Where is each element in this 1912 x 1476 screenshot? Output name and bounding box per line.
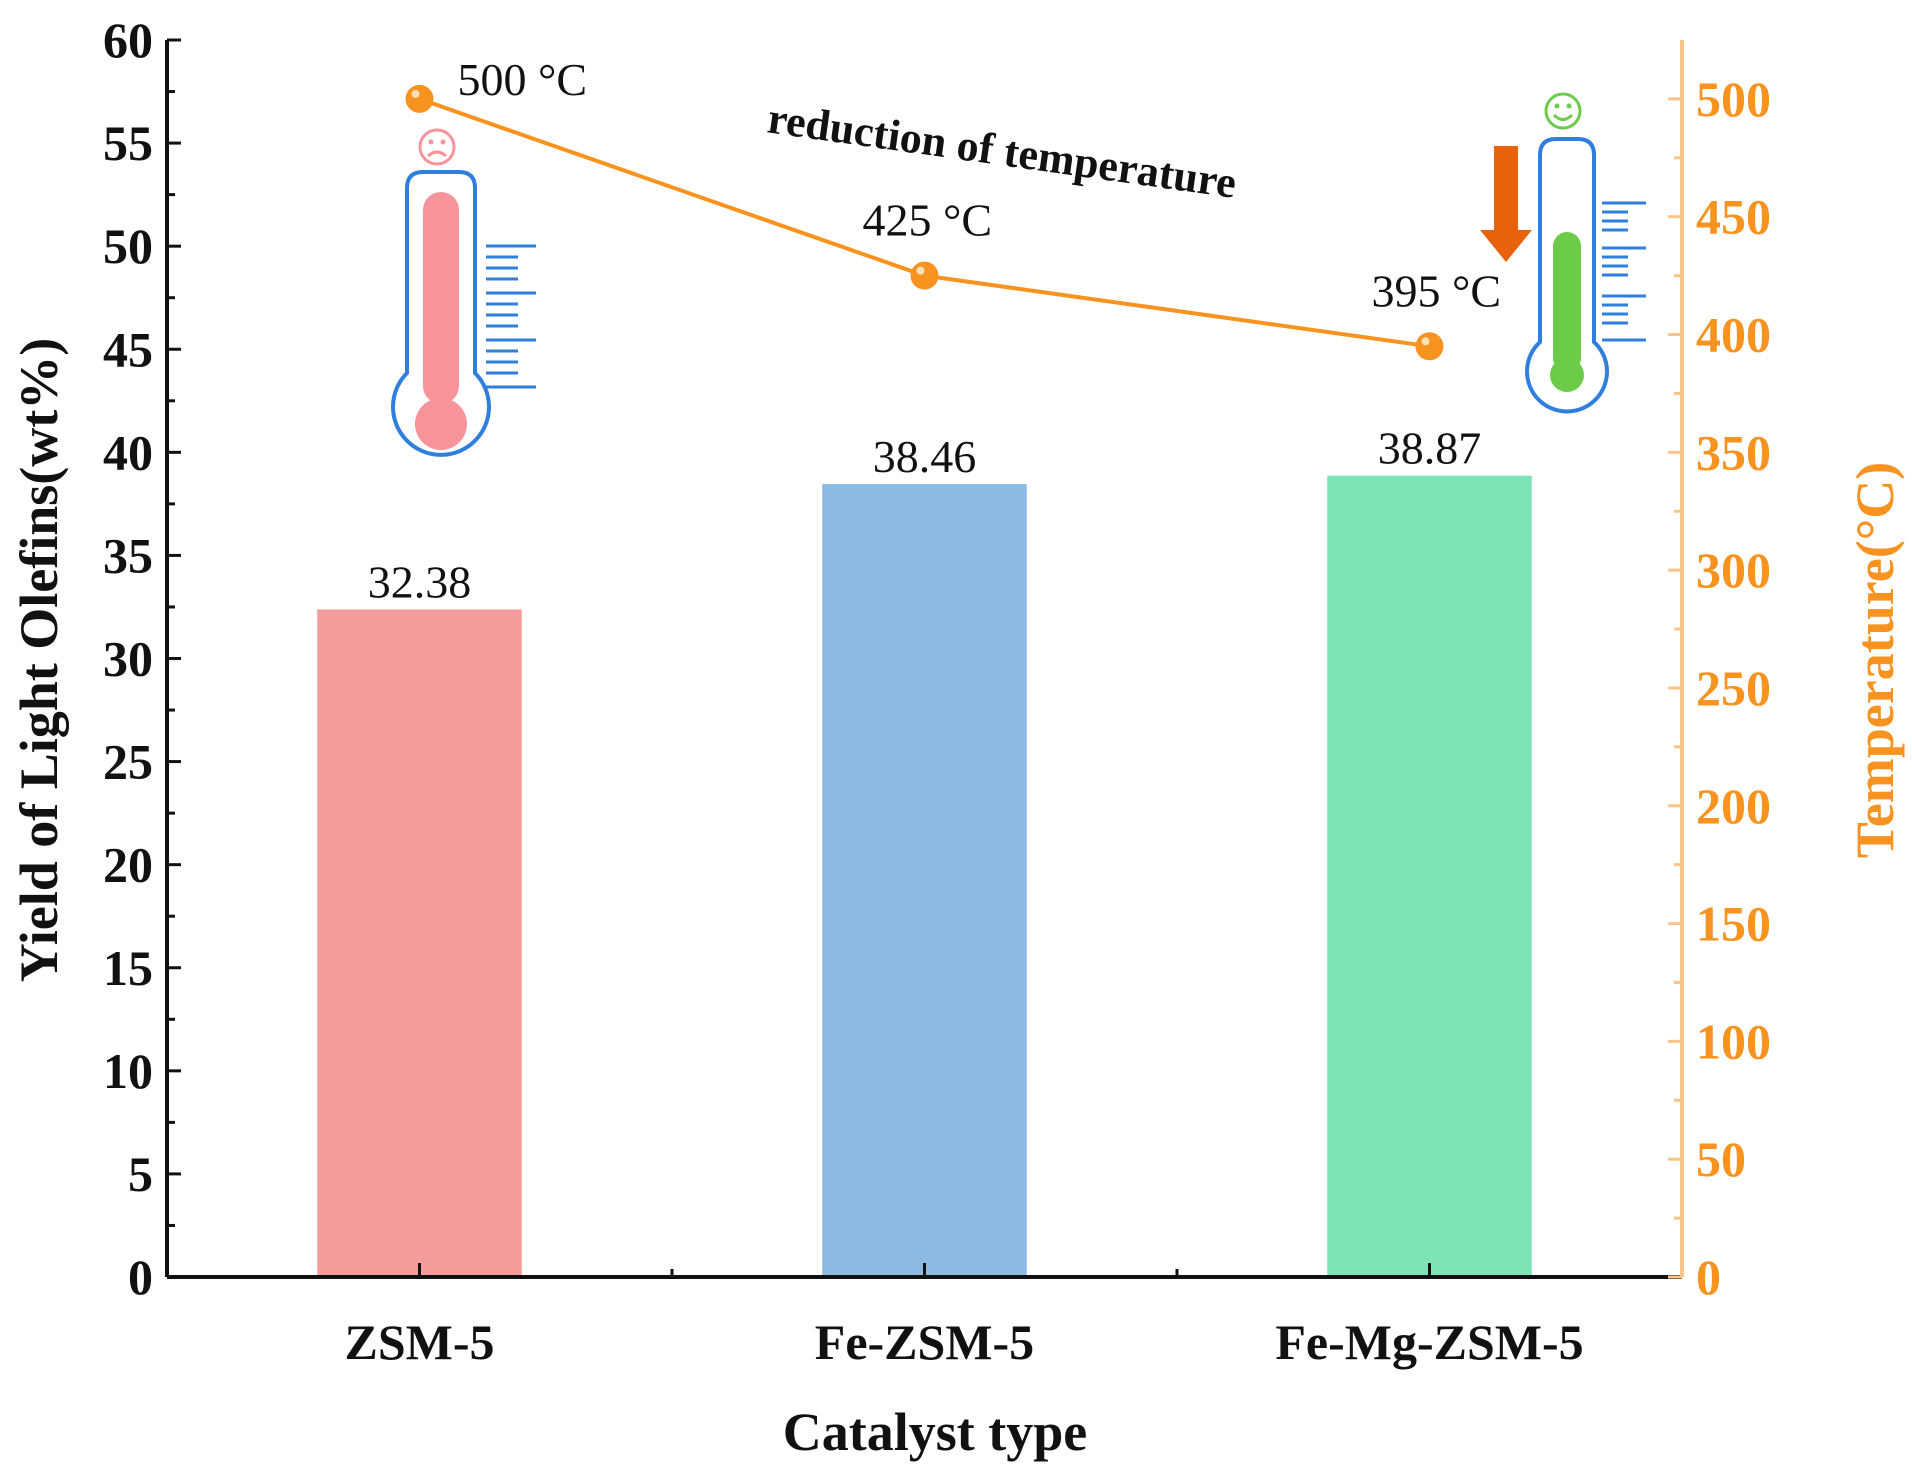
y-axis-title: Yield of Light Olefins(wt%) (9, 338, 69, 982)
temperature-point (910, 261, 939, 290)
x-tick-label: Fe-ZSM-5 (815, 1314, 1034, 1370)
bar-value-label: 38.46 (873, 431, 977, 482)
bar (1327, 475, 1532, 1278)
y2-tick-label: 150 (1696, 896, 1771, 952)
thermometer-hot-icon (391, 170, 536, 457)
x-axis-title: Catalyst type (783, 1402, 1087, 1462)
y2-tick-label: 250 (1696, 660, 1771, 716)
temperature-point-highlight (1421, 337, 1430, 346)
y2-tick-label: 350 (1696, 424, 1771, 480)
reduction-annotation: reduction of temperature (765, 94, 1240, 208)
y-tick-label: 0 (128, 1249, 153, 1305)
temperature-value-label: 425 °C (863, 195, 993, 246)
thermometer-cool-icon (1525, 137, 1646, 414)
temperature-value-label: 500 °C (458, 54, 588, 105)
sad-face-icon (418, 128, 456, 166)
y-tick-label: 10 (103, 1043, 153, 1099)
y-tick-label: 35 (103, 527, 153, 583)
temperature-value-label: 395 °C (1372, 265, 1502, 316)
left-ticks-group: 0 5 10 15 20 25 30 35 40 45 50 55 60 (103, 12, 181, 1305)
temperature-point (1415, 332, 1444, 361)
temperature-point-highlight (411, 89, 420, 98)
y2-tick-label: 50 (1696, 1131, 1746, 1187)
y-tick-label: 40 (103, 424, 153, 480)
x-tick-label: Fe-Mg-ZSM-5 (1275, 1314, 1583, 1370)
temperature-point-highlight (916, 266, 925, 275)
y2-axis-title: Temperature(°C) (1845, 462, 1905, 859)
category-ticks-group: ZSM-5 Fe-ZSM-5 Fe-Mg-ZSM-5 (345, 1263, 1584, 1370)
bar-value-label: 32.38 (368, 556, 472, 607)
y-tick-label: 5 (128, 1146, 153, 1202)
y-tick-label: 25 (103, 734, 153, 790)
right-ticks-group: 0 50 100 150 200 250 300 350 400 450 500 (1668, 71, 1771, 1305)
happy-face-icon (1544, 92, 1582, 130)
y2-tick-label: 400 (1696, 307, 1771, 363)
y-tick-label: 15 (103, 940, 153, 996)
y-tick-label: 55 (103, 115, 153, 171)
y2-tick-label: 200 (1696, 778, 1771, 834)
y-tick-label: 60 (103, 12, 153, 68)
y-tick-label: 50 (103, 218, 153, 274)
temperature-series: 500 °C 425 °C 395 °C (405, 54, 1502, 361)
down-arrow-icon (1480, 146, 1532, 262)
temperature-point (405, 84, 434, 113)
bar-value-label: 38.87 (1378, 423, 1482, 474)
x-tick-label: ZSM-5 (345, 1314, 495, 1370)
y2-tick-label: 100 (1696, 1013, 1771, 1069)
bar (822, 484, 1027, 1277)
bars-group: 32.38 38.46 38.87 (317, 423, 1532, 1278)
y-tick-label: 45 (103, 321, 153, 377)
y2-tick-label: 0 (1696, 1249, 1721, 1305)
y2-tick-label: 500 (1696, 71, 1771, 127)
bar (317, 609, 522, 1277)
y2-tick-label: 300 (1696, 542, 1771, 598)
y2-tick-label: 450 (1696, 189, 1771, 245)
y-tick-label: 20 (103, 837, 153, 893)
y-tick-label: 30 (103, 631, 153, 687)
